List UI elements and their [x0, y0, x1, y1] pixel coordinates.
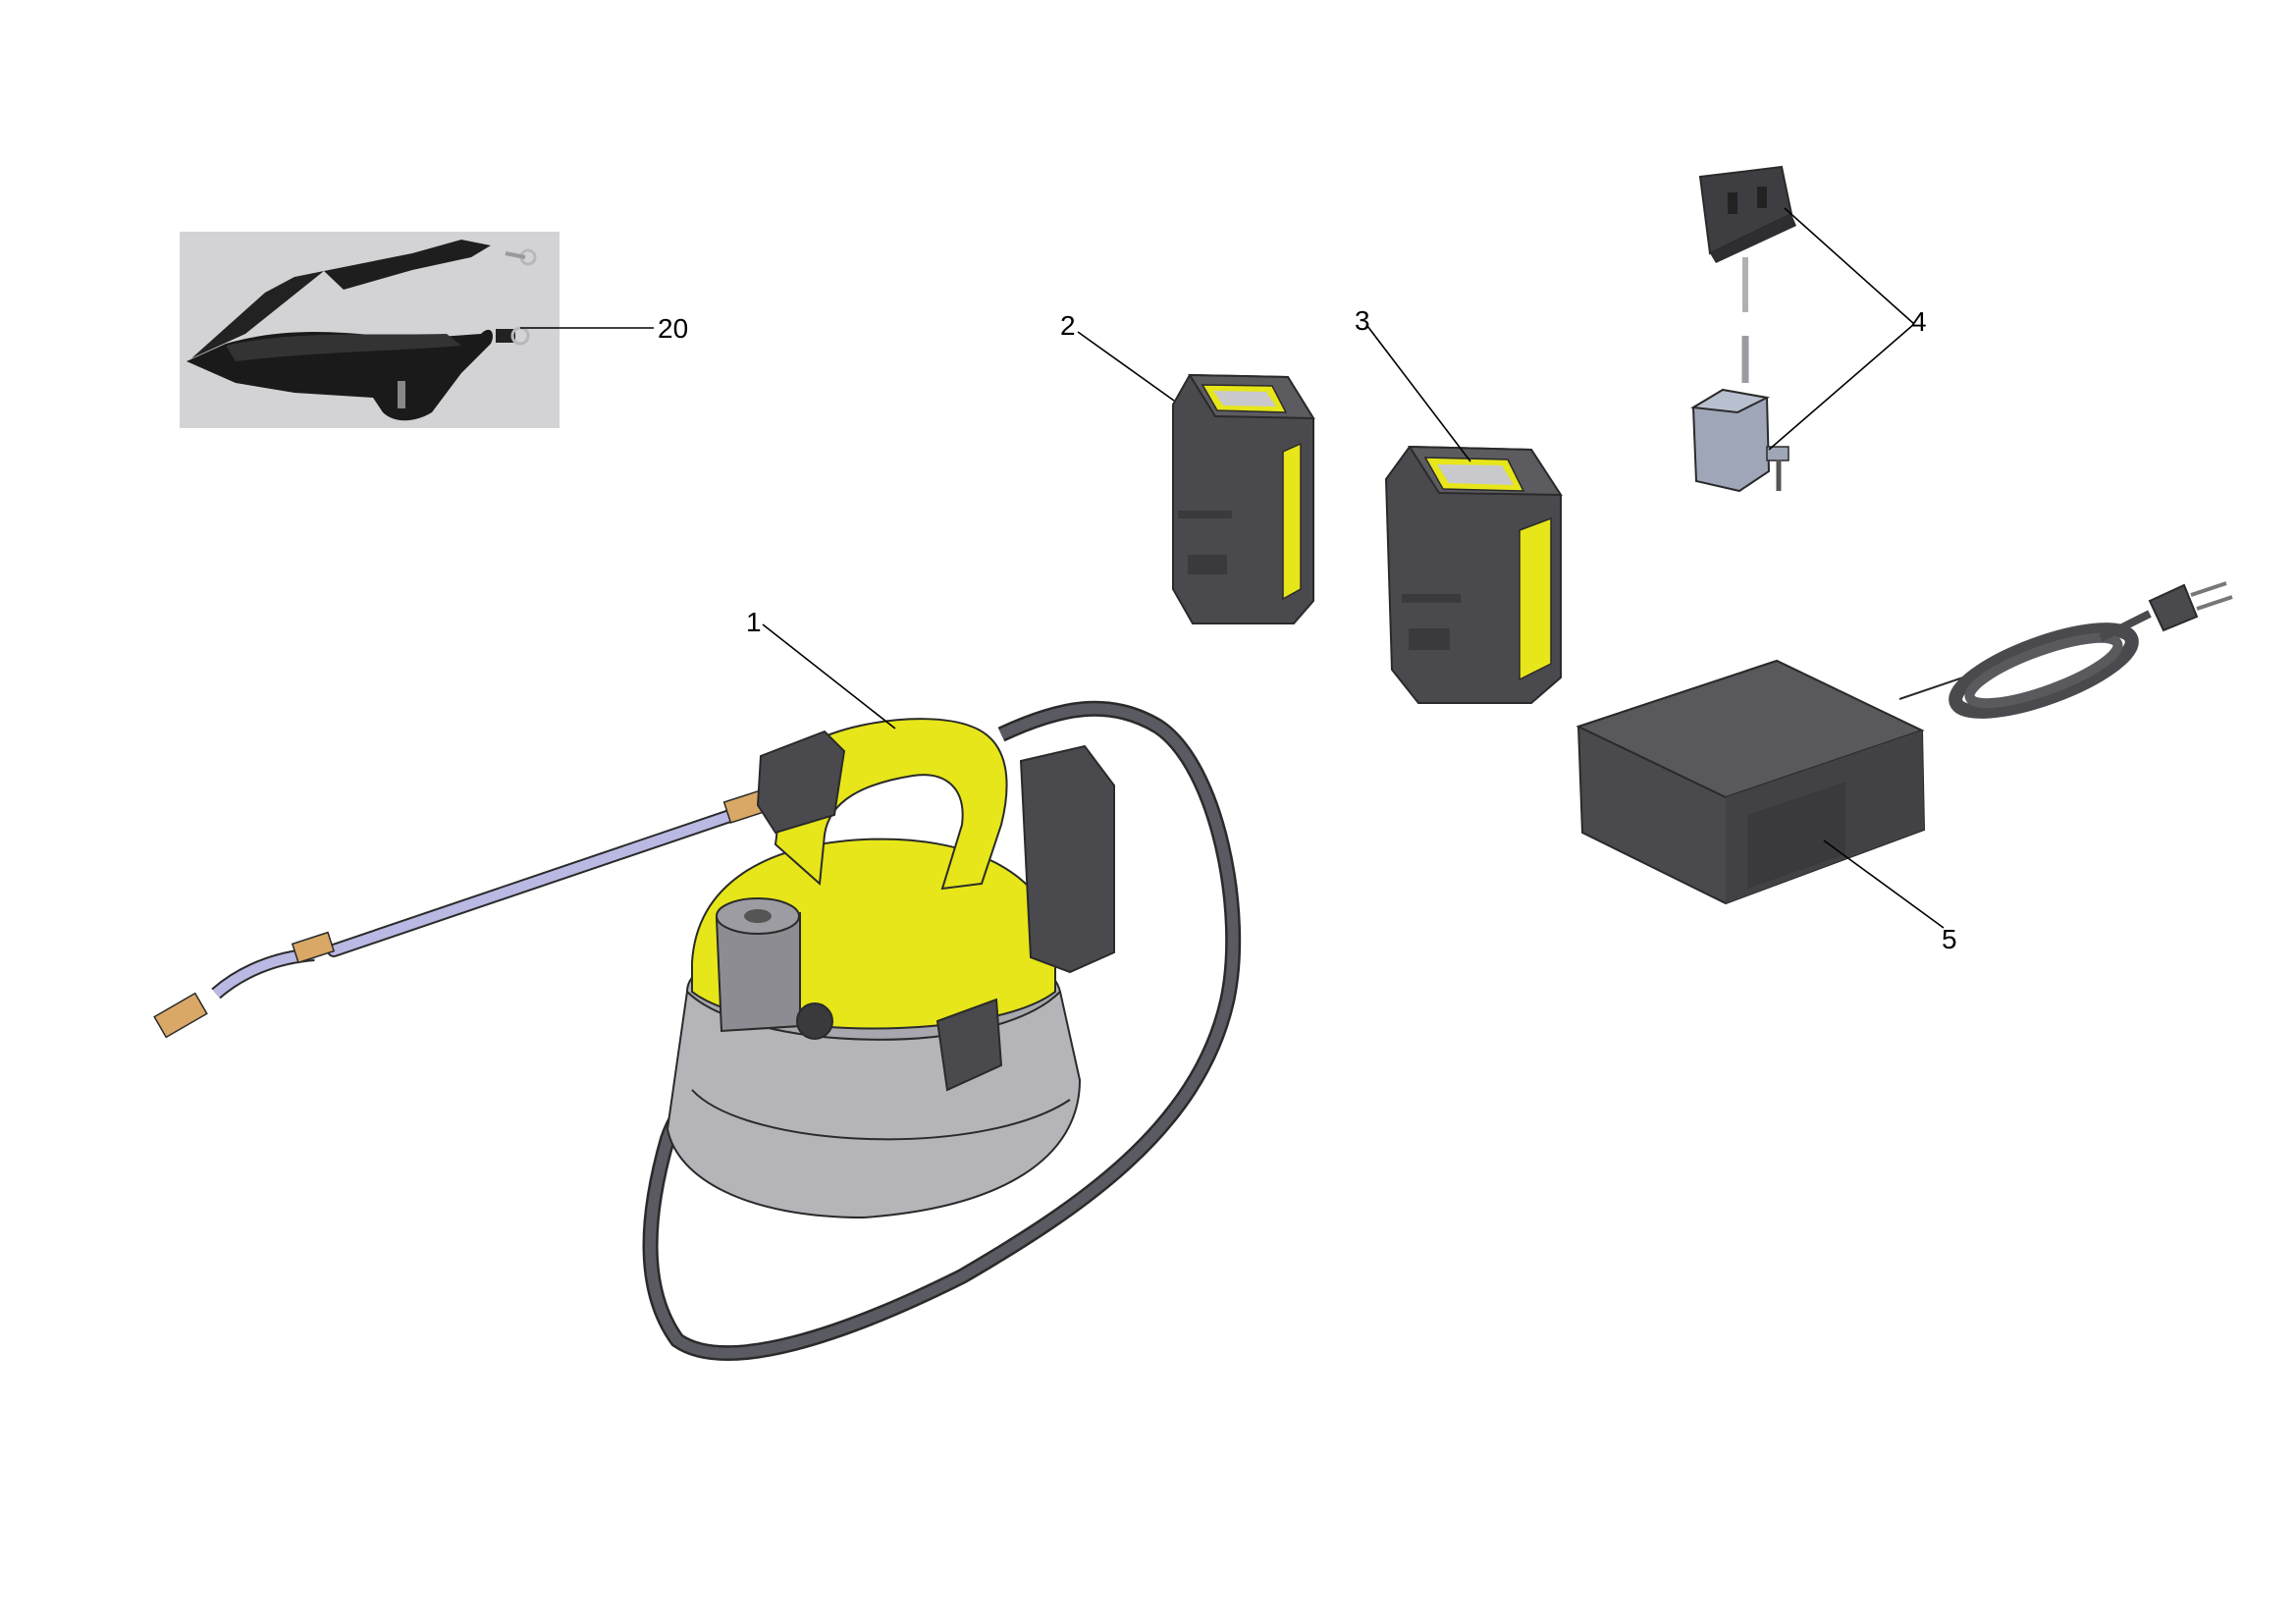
leader-3 — [1366, 325, 1471, 462]
leader-lines — [520, 207, 1945, 929]
callout-1: 1 — [746, 607, 762, 637]
leader-4b — [1768, 323, 1915, 451]
callout-4: 4 — [1911, 306, 1927, 337]
charger — [1575, 581, 2233, 905]
callout-3: 3 — [1355, 305, 1370, 336]
shoulder-strap-photo — [180, 232, 560, 428]
callout-labels: 1 2 3 4 5 20 — [658, 305, 1957, 954]
callout-5: 5 — [1942, 924, 1957, 954]
sprayer — [153, 700, 1242, 1361]
plug-adapters — [1689, 165, 1796, 493]
battery-small — [1172, 373, 1315, 624]
callout-2: 2 — [1060, 310, 1076, 341]
callout-20: 20 — [658, 313, 688, 344]
leader-2 — [1077, 331, 1175, 402]
leader-4a — [1784, 207, 1915, 325]
leader-5 — [1823, 839, 1945, 929]
leader-1 — [762, 623, 896, 730]
battery-large — [1384, 445, 1563, 704]
